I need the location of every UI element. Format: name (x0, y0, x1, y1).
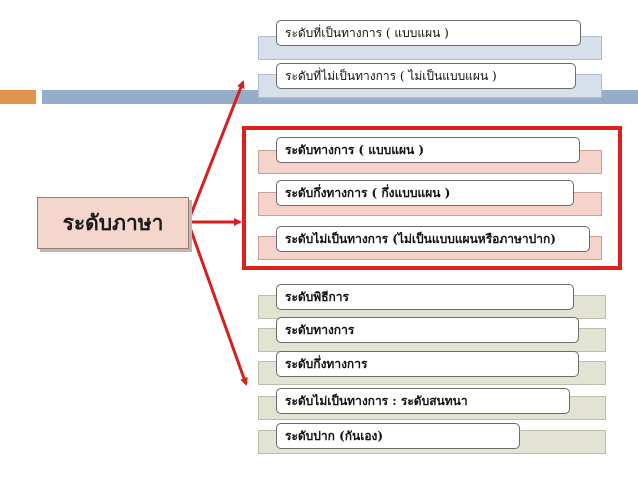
informal-register-item: ระดับที่ไม่เป็นทางการ ( ไม่เป็นแบบแผน ) (276, 63, 576, 89)
arrow-to-top-group (186, 80, 245, 223)
semi-official-level-item: ระดับกึ่งทางการ ( กึ่งแบบแผน ) (276, 180, 574, 206)
conversational-level-item: ระดับไม่เป็นทางการ : ระดับสนทนา (276, 388, 570, 414)
official-level-item: ระดับทางการ ( แบบแผน ) (276, 137, 580, 163)
unofficial-level-item: ระดับไม่เป็นทางการ (ไม่เป็นแบบแผนหรือภาษ… (276, 226, 590, 252)
colloquial-level-item: ระดับปาก (กันเอง) (276, 423, 520, 449)
arrow-to-bottom-group (186, 221, 248, 386)
semi-formal-level-item: ระดับกึ่งทางการ (276, 351, 579, 377)
root-node: ระดับภาษา (37, 197, 189, 249)
highlight-frame (242, 126, 622, 270)
ceremonial-level-item: ระดับพิธีการ (276, 284, 574, 310)
title-band-accent (0, 90, 36, 104)
formal-level-item: ระดับทางการ (276, 317, 579, 343)
formal-register-item: ระดับที่เป็นทางการ ( แบบแผน ) (276, 20, 581, 46)
